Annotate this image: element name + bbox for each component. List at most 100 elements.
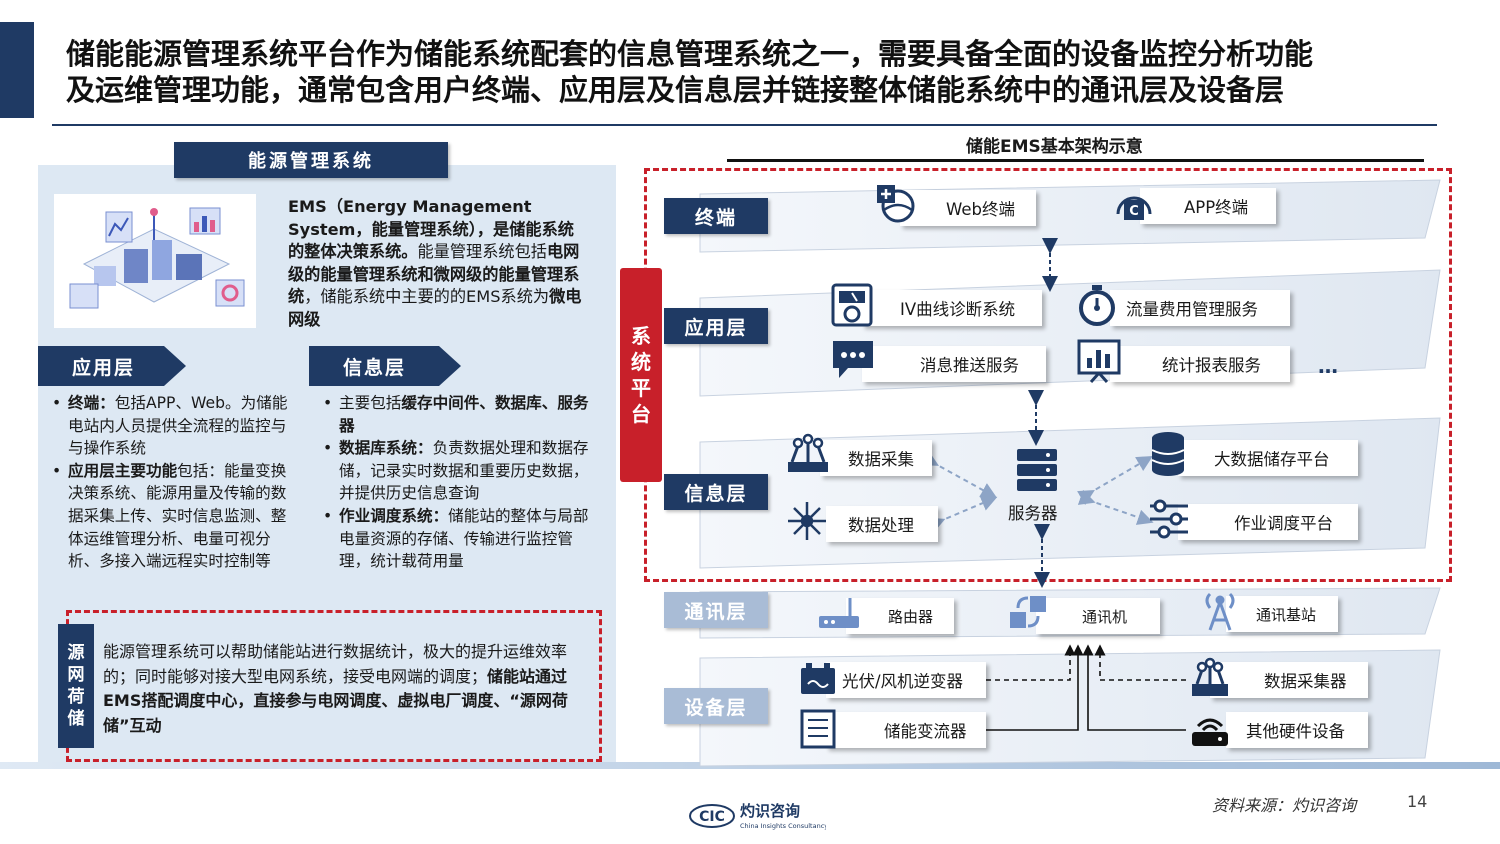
layer-label-information: 信息层 <box>664 474 768 510</box>
data-collect-icon <box>784 432 832 480</box>
list-item: 数据库系统：负责数据处理和数据存储，记录实时数据和重要历史数据，并提供历史信息查… <box>317 437 601 505</box>
app-layer-list: 终端：包括APP、Web。为储能电站内人员提供全流程的监控与与操作系统 应用层主… <box>46 392 296 573</box>
node-iv-curve: IV曲线诊断系统 <box>862 290 1042 326</box>
yuanwang-tag-char: 荷 <box>67 687 85 707</box>
layer-label-device: 设备层 <box>664 688 768 724</box>
system-tag-char: 统 <box>631 350 651 374</box>
list-item: 作业调度系统：储能站的整体与局部电量资源的存储、传输进行监控管理，统计载荷用量 <box>317 505 601 573</box>
node-traffic-fee: 流量费用管理服务 <box>1110 290 1290 326</box>
yuanwang-text-bold: 储能站通过EMS搭配调度中心，直接参与电网调度、虚拟电厂调度、“源网荷储”互动 <box>103 666 568 735</box>
stopwatch-icon <box>1074 282 1120 332</box>
node-pcs: 储能变流器 <box>826 712 986 748</box>
diagram-title-rule <box>727 159 1424 162</box>
page-number: 14 <box>1407 792 1428 811</box>
info-layer-chevron: 信息层 <box>309 346 461 386</box>
ems-desc-bold-1: EMS（Energy Management System，能量管理系统），是储能… <box>288 197 574 261</box>
layer-label-terminal: 终端 <box>664 198 768 234</box>
node-pv-inverter: 光伏/风机逆变器 <box>826 662 986 698</box>
list-item-bold: 数据库系统： <box>339 439 433 458</box>
node-stats-report: 统计报表服务 <box>1110 346 1290 382</box>
list-item: 应用层主要功能包括：能量变换决策系统、能源用量及传输的数据采集上传、实时信息监测… <box>46 460 296 573</box>
comm-machine-icon <box>1006 590 1050 638</box>
logo-en: China Insights Consultancy <box>740 822 826 830</box>
database-icon <box>1148 430 1188 482</box>
title-divider <box>52 124 1437 126</box>
list-item-text: 包括APP、Web。为储能电站内人员提供全流程的监控与与操作系统 <box>68 394 288 458</box>
base-station-icon <box>1198 588 1242 636</box>
data-collector-icon <box>1188 656 1232 704</box>
app-layer-chevron: 应用层 <box>38 346 186 386</box>
report-chart-icon <box>1076 338 1122 388</box>
list-item-bold: 缓存中间件、数据库、服务器 <box>339 394 589 435</box>
diagram-title: 储能EMS基本架构示意 <box>966 137 1143 157</box>
inverter-icon <box>798 660 838 704</box>
system-tag-char: 系 <box>631 324 651 348</box>
node-router: 路由器 <box>846 598 954 634</box>
wifi-device-icon <box>1188 706 1232 754</box>
node-bigdata-storage: 大数据储存平台 <box>1178 440 1358 476</box>
list-item-bold: 作业调度系统： <box>339 506 449 525</box>
layer-label-communication: 通讯层 <box>664 592 768 628</box>
message-icon <box>830 338 876 386</box>
yuanwang-text-normal: 能源管理系统可以帮助储能站进行数据统计，极大的提升运维效率的；同时能够对接大型电… <box>103 642 568 686</box>
ems-illustration <box>54 194 256 328</box>
cic-logo: CIC 灼识咨询 China Insights Consultancy <box>686 798 828 834</box>
yuanwang-tag-char: 源 <box>67 643 85 663</box>
system-tag-char: 台 <box>631 402 651 426</box>
arrow-server-schedule <box>1077 489 1154 525</box>
layer-label-application: 应用层 <box>664 308 768 344</box>
node-web-terminal: Web终端 <box>900 190 1036 226</box>
node-server: 服务器 <box>1008 504 1058 523</box>
web-globe-icon <box>874 182 918 230</box>
logo-cn: 灼识咨询 <box>740 802 800 820</box>
list-item-text: 负责数据处理和数据存储，记录实时数据和重要历史数据，并提供历史信息查询 <box>339 439 589 503</box>
node-comm-machine: 通讯机 <box>1036 598 1160 634</box>
ems-header: 能源管理系统 <box>174 142 448 178</box>
server-icon <box>1014 446 1060 498</box>
arrow-server-bigdata <box>1077 455 1153 505</box>
yuanwang-tag-char: 储 <box>67 709 85 729</box>
list-item-text: 主要包括 <box>339 394 402 412</box>
app-ellipsis: … <box>1318 354 1338 378</box>
list-item: 终端：包括APP、Web。为储能电站内人员提供全流程的监控与与操作系统 <box>46 392 296 460</box>
node-data-collect: 数据采集 <box>820 440 932 476</box>
arrow-process-server <box>927 495 998 533</box>
arrow-collect-server <box>921 451 998 498</box>
pcs-cabinet-icon <box>798 708 838 754</box>
node-message-push: 消息推送服务 <box>862 346 1046 382</box>
node-other-hardware: 其他硬件设备 <box>1226 712 1368 748</box>
node-job-schedule: 作业调度平台 <box>1178 504 1358 540</box>
title-line-1: 储能能源管理系统平台作为储能系统配套的信息管理系统之一，需要具备全面的设备监控分… <box>66 37 1314 71</box>
list-item-text: 储能站的整体与局部电量资源的存储、传输进行监控管理，统计载荷用量 <box>339 506 589 571</box>
ems-description: EMS（Energy Management System，能量管理系统），是储能… <box>288 196 588 331</box>
node-data-collector: 数据采集器 <box>1210 662 1368 698</box>
ems-desc-text-4: ，储能系统中主要的的EMS系统为 <box>304 287 550 306</box>
node-base-station: 通讯基站 <box>1226 596 1338 632</box>
yuanwang-text: 能源管理系统可以帮助储能站进行数据统计，极大的提升运维效率的；同时能够对接大型电… <box>103 640 597 738</box>
ems-desc-bold-3: 电网级的能量管理系统和微网级的能量管理系统 <box>288 242 580 306</box>
ems-desc-bold-5: 微电网级 <box>288 287 582 329</box>
info-layer-list: 主要包括缓存中间件、数据库、服务器 数据库系统：负责数据处理和数据存储，记录实时… <box>317 392 601 573</box>
yuanwang-tag: 源 网 荷 储 <box>58 624 94 748</box>
meter-icon <box>830 282 874 332</box>
node-app-terminal: APP终端 <box>1140 188 1276 224</box>
list-item-bold: 应用层主要功能 <box>68 461 178 480</box>
ems-desc-text-2: 能量管理系统包括 <box>417 242 548 261</box>
app-terminal-icon: C <box>1112 184 1156 232</box>
page-title: 储能能源管理系统平台作为储能系统配套的信息管理系统之一，需要具备全面的设备监控分… <box>66 36 1456 108</box>
list-item-text: 包括：能量变换决策系统、能源用量及传输的数据采集上传、实时信息监测、整体运维管理… <box>68 461 287 571</box>
node-data-process: 数据处理 <box>826 506 938 542</box>
system-tag-char: 平 <box>631 376 651 400</box>
svg-text:C: C <box>1129 204 1139 219</box>
list-item-bold: 终端： <box>68 394 115 412</box>
title-line-2: 及运维管理功能，通常包含用户终端、应用层及信息层并链接整体储能系统中的通讯层及设… <box>66 73 1285 107</box>
device-bus-lines <box>986 644 1186 731</box>
title-accent-bar <box>0 22 34 118</box>
yuanwang-tag-char: 网 <box>67 665 85 685</box>
data-process-icon <box>784 498 830 548</box>
footer-source: 资料来源：灼识咨询 <box>1212 796 1357 815</box>
list-item: 主要包括缓存中间件、数据库、服务器 <box>317 392 601 437</box>
slider-settings-icon <box>1146 496 1192 546</box>
system-platform-tag: 系 统 平 台 <box>620 268 662 482</box>
